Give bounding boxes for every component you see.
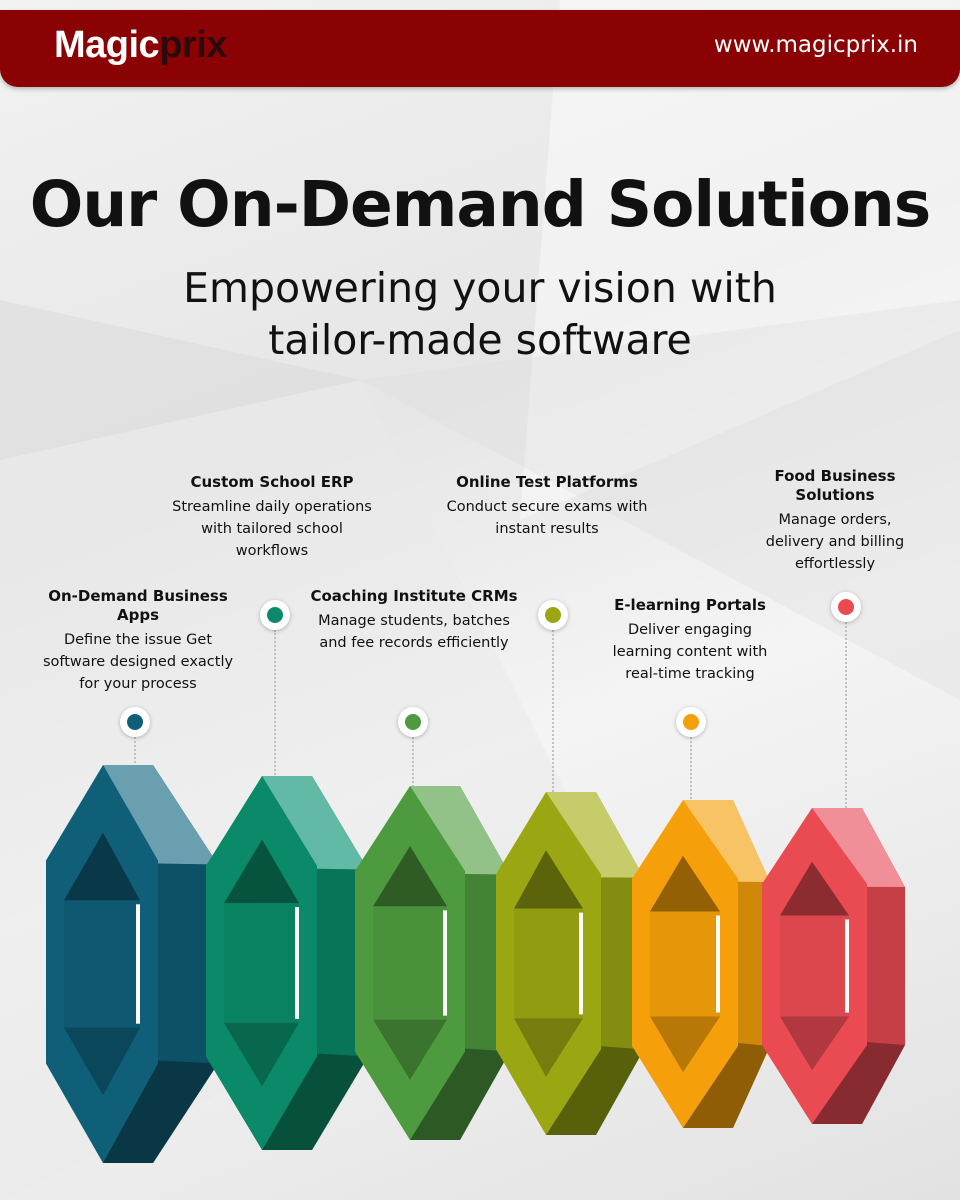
- gem-inner-top-facet: [780, 861, 849, 916]
- gem-top-bevel: [103, 765, 218, 865]
- item-description: Manage students, batches and fee records…: [318, 613, 510, 651]
- brand-logo[interactable]: Magicprix: [54, 24, 227, 67]
- marker-dot-fill: [838, 599, 854, 615]
- gem-inner-bottom-facet: [224, 1022, 299, 1087]
- solution-elearning: E-learning Portals Deliver engaging lear…: [602, 596, 778, 685]
- connector-line: [845, 622, 847, 808]
- gem-highlight: [716, 915, 720, 1013]
- item-title: Food Business Solutions: [774, 467, 896, 504]
- connector-line: [412, 737, 414, 787]
- connector-line: [274, 630, 276, 778]
- marker-dot-fill: [267, 607, 283, 623]
- gem-inner-top-facet: [224, 839, 299, 904]
- gem-inner-window: [514, 908, 583, 1019]
- gem-highlight: [579, 912, 583, 1015]
- gem-bottom-bevel: [812, 1042, 905, 1124]
- gem-inner-window: [64, 900, 140, 1028]
- item-title: Custom School ERP: [190, 473, 354, 491]
- gem-inner-bottom-facet: [64, 1027, 140, 1096]
- page-title: Our On-Demand Solutions: [29, 168, 931, 241]
- marker-dot: [676, 707, 706, 737]
- connector-line: [552, 630, 554, 792]
- logo-text-prix: prix: [159, 24, 227, 66]
- gem-bottom-bevel: [410, 1048, 510, 1140]
- gem-highlight: [136, 904, 140, 1024]
- solution-business-apps: On-Demand Business Apps Define the issue…: [38, 587, 238, 695]
- item-title: Coaching Institute CRMs: [310, 587, 518, 605]
- gem-inner-top-facet: [64, 832, 140, 901]
- item-description: Streamline daily operations with tailore…: [172, 499, 372, 559]
- marker-dot-fill: [545, 607, 561, 623]
- website-url[interactable]: www.magicprix.in: [713, 32, 918, 58]
- item-description: Conduct secure exams with instant result…: [446, 499, 648, 537]
- gem-inner-window: [373, 906, 447, 1020]
- item-title: On-Demand Business Apps: [48, 587, 228, 624]
- solution-online-test: Online Test Platforms Conduct secure exa…: [444, 473, 650, 540]
- gem-bottom-bevel: [262, 1053, 368, 1150]
- marker-dot-fill: [127, 714, 143, 730]
- marker-dot: [120, 707, 150, 737]
- gem-highlight: [295, 907, 299, 1019]
- marker-dot: [260, 600, 290, 630]
- marker-dot-fill: [683, 714, 699, 730]
- item-description: Deliver engaging learning content with r…: [612, 622, 768, 682]
- gem-highlight: [845, 919, 849, 1013]
- gem-inner-window: [650, 911, 720, 1017]
- header-bar: Magicprix www.magicprix.in: [0, 10, 960, 87]
- gem-bottom-bevel: [683, 1043, 770, 1128]
- solution-coaching-crm: Coaching Institute CRMs Manage students,…: [310, 587, 518, 654]
- gem-inner-window: [224, 903, 299, 1023]
- gem-top-bevel: [812, 808, 905, 887]
- item-description: Define the issue Get software designed e…: [42, 632, 234, 692]
- solution-food-business: Food Business Solutions Manage orders, d…: [748, 467, 922, 575]
- gem-bottom-bevel: [103, 1060, 218, 1163]
- connector-line: [134, 737, 136, 771]
- marker-dot-fill: [405, 714, 421, 730]
- gem-inner-bottom-facet: [780, 1016, 849, 1071]
- marker-dot: [398, 707, 428, 737]
- page-subtitle: Empowering your vision with tailor-made …: [183, 264, 777, 364]
- gem-top-bevel: [546, 792, 644, 878]
- marker-dot: [538, 600, 568, 630]
- gem-bottom-bevel: [546, 1046, 644, 1135]
- marker-dot: [831, 592, 861, 622]
- item-title: E-learning Portals: [614, 596, 766, 614]
- solution-school-erp: Custom School ERP Streamline daily opera…: [166, 473, 378, 562]
- item-title: Online Test Platforms: [456, 473, 638, 491]
- gem-top-bevel: [683, 800, 770, 882]
- logo-text-magic: Magic: [54, 24, 160, 66]
- gem-inner-bottom-facet: [373, 1019, 447, 1080]
- gem-top-bevel: [262, 776, 368, 870]
- gem-inner-top-facet: [514, 850, 583, 909]
- gem-inner-bottom-facet: [650, 1016, 720, 1073]
- gem-inner-top-facet: [650, 855, 720, 912]
- gem-top-bevel: [410, 786, 510, 875]
- gem-inner-window: [780, 915, 849, 1017]
- gem-inner-top-facet: [373, 846, 447, 907]
- gem-highlight: [443, 910, 447, 1016]
- gem-inner-bottom-facet: [514, 1018, 583, 1077]
- connector-line: [690, 737, 692, 799]
- item-description: Manage orders, delivery and billing effo…: [765, 512, 905, 572]
